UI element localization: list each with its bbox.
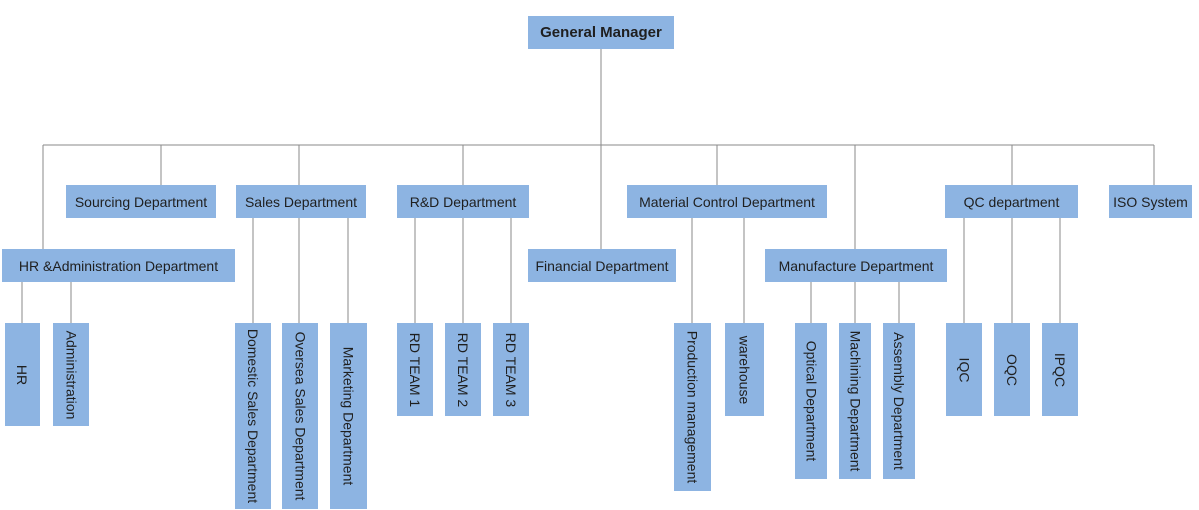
node-domestic-sales-department: Domestic Sales Department <box>235 323 271 509</box>
node-financial-department: Financial Department <box>528 249 676 282</box>
node-assembly-department: Assembly Department <box>883 323 915 479</box>
node-general-manager: General Manager <box>528 16 674 49</box>
node-rd-team-3: RD TEAM 3 <box>493 323 529 416</box>
node-production-management: Production management <box>674 323 711 491</box>
node-hr: HR <box>5 323 40 426</box>
node-sourcing-department: Sourcing Department <box>66 185 216 218</box>
node-oversea-sales-department: Oversea Sales Department <box>282 323 318 509</box>
node-marketing-department: Marketing Department <box>330 323 367 509</box>
node-machining-department: Machining Department <box>839 323 871 479</box>
node-qc-department: QC department <box>945 185 1078 218</box>
node-administration: Administration <box>53 323 89 426</box>
node-iso-system: ISO System <box>1109 185 1192 218</box>
node-sales-department: Sales Department <box>236 185 366 218</box>
node-ipqc: IPQC <box>1042 323 1078 416</box>
node-rd-team-1: RD TEAM 1 <box>397 323 433 416</box>
node-iqc: IQC <box>946 323 982 416</box>
node-optical-department: Optical Department <box>795 323 827 479</box>
node-oqc: OQC <box>994 323 1030 416</box>
node-material-control-department: Material Control Department <box>627 185 827 218</box>
node-warehouse: warehouse <box>725 323 764 416</box>
node-rd-team-2: RD TEAM 2 <box>445 323 481 416</box>
node-rd-department: R&D Department <box>397 185 529 218</box>
node-hr-administration-department: HR &Administration Department <box>2 249 235 282</box>
node-manufacture-department: Manufacture Department <box>765 249 947 282</box>
